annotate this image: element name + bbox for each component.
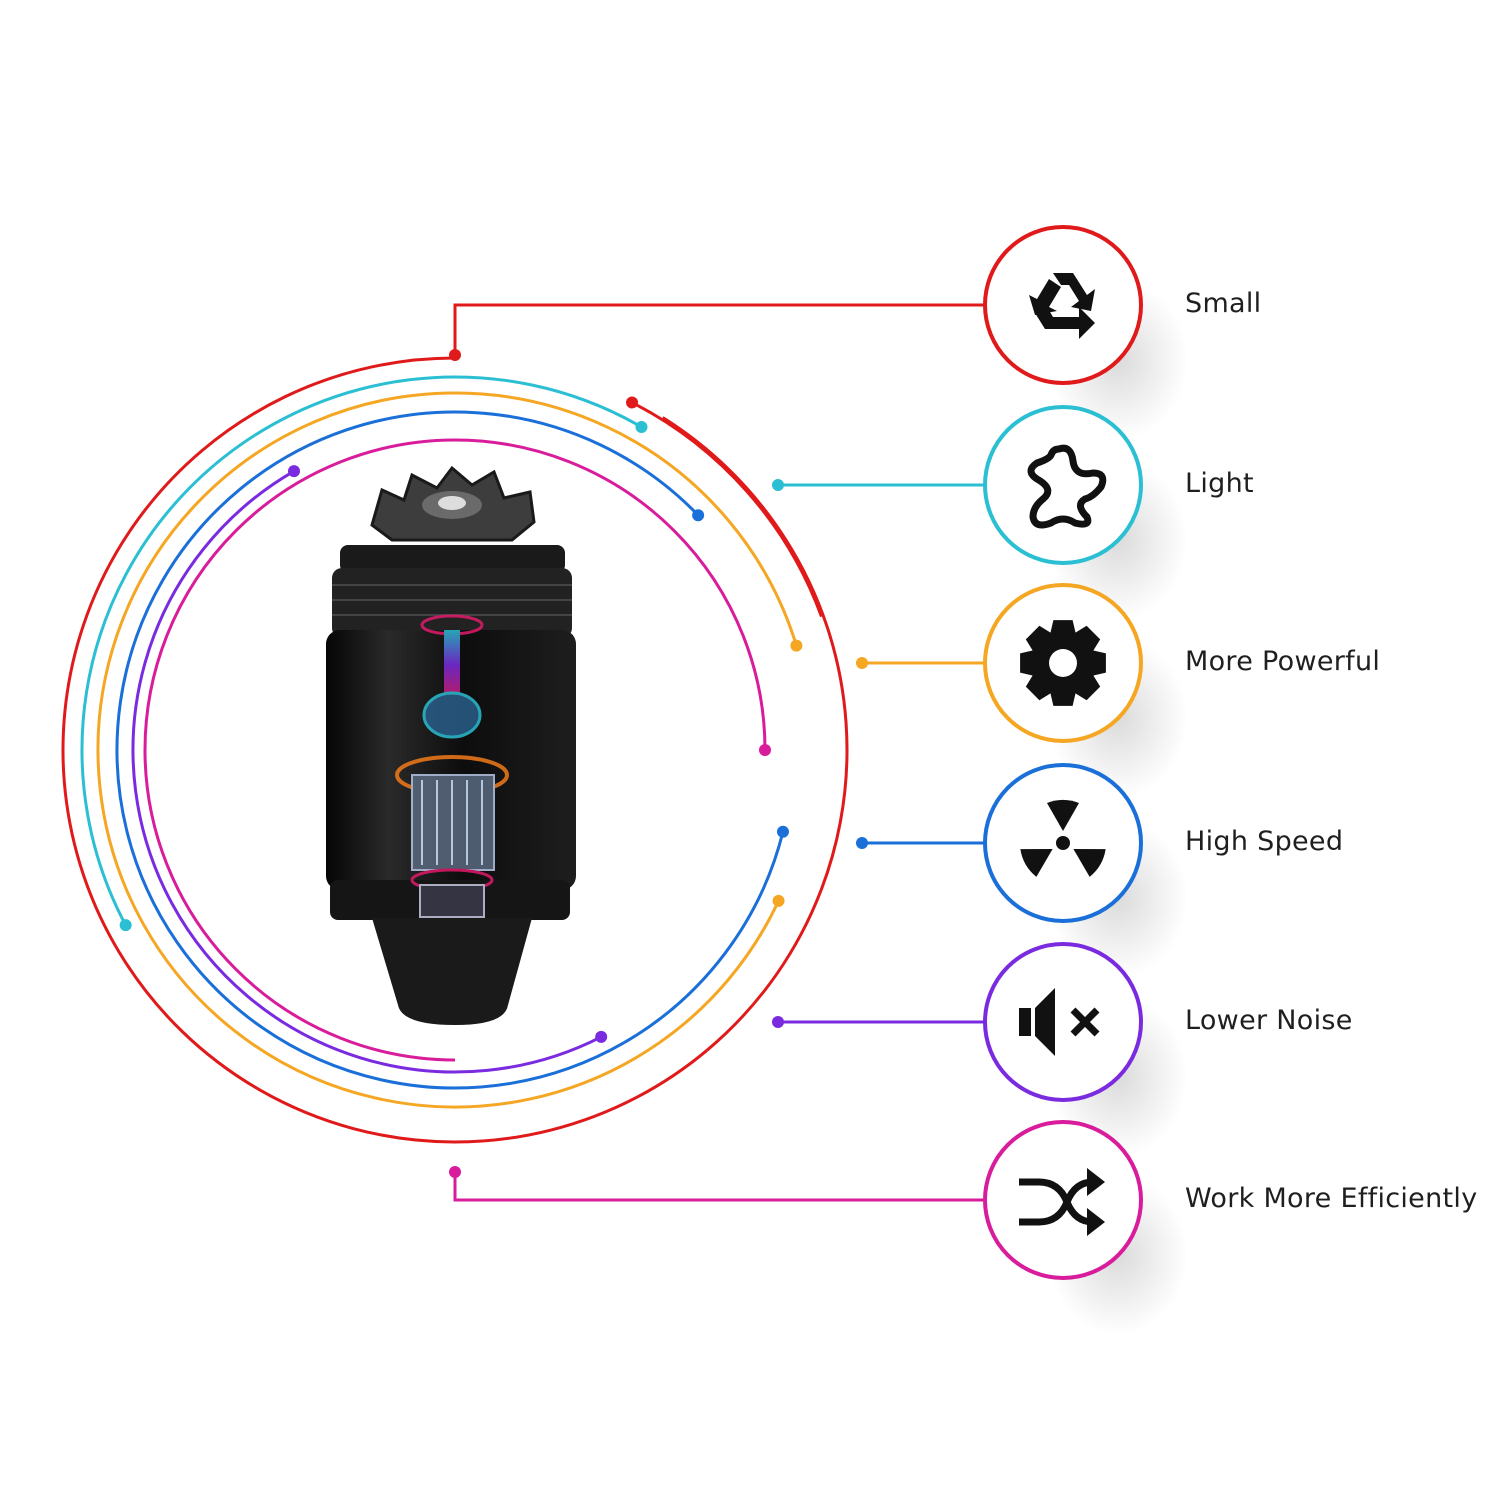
arc-magenta-dot <box>759 744 771 756</box>
connector-dot <box>449 349 461 361</box>
radiation-fan-icon <box>1020 799 1106 877</box>
connector-dot <box>856 657 868 669</box>
arc-purple <box>131 469 602 1074</box>
arc-cyan-start-dot <box>119 919 132 932</box>
arc-red-dot <box>626 396 639 409</box>
feature-label: Small <box>1185 288 1262 319</box>
feature-badge <box>983 583 1188 798</box>
badge-circle <box>983 942 1143 1102</box>
feature-badge <box>983 942 1188 1157</box>
feature-label: Light <box>1185 468 1254 499</box>
arc-orange <box>96 391 798 1109</box>
connector-dot <box>772 479 784 491</box>
feature-label: High Speed <box>1185 826 1344 857</box>
connector-lines <box>449 303 985 1202</box>
speaker-mute-icon <box>1019 988 1100 1056</box>
arc-blue <box>115 410 700 1090</box>
arc-red-right <box>661 416 849 1052</box>
feature-label: More Powerful <box>1185 646 1381 677</box>
arc-orange-dot-b <box>772 894 785 907</box>
shuffle-arrows-icon <box>1019 1168 1105 1236</box>
connector-line <box>453 1172 985 1202</box>
arc-magenta <box>143 438 767 1062</box>
feature-badge <box>983 1120 1188 1335</box>
badge-circle <box>983 225 1143 385</box>
badge-circle <box>983 405 1143 565</box>
arc-cyan-end-dot <box>635 420 648 433</box>
connector-dot <box>772 1016 784 1028</box>
feature-label: Lower Noise <box>1185 1005 1353 1036</box>
arc-red <box>61 356 708 1144</box>
arc-red-partial <box>631 401 823 618</box>
connector-dot <box>449 1166 461 1178</box>
blob-shape-icon <box>1027 444 1107 529</box>
connector-line <box>453 303 985 355</box>
arc-blue-dot-a <box>692 509 705 522</box>
concentric-arcs <box>61 356 849 1144</box>
arc-cyan <box>80 375 643 926</box>
recycle-icon <box>1029 273 1095 339</box>
arc-orange-dot-a <box>790 639 803 652</box>
arc-purple-dot-a <box>288 465 300 478</box>
top-gear <box>370 465 536 542</box>
arc-orange-b <box>658 900 780 1044</box>
gear-icon <box>1020 620 1106 706</box>
arc-purple-dot-b <box>595 1030 608 1043</box>
connector-dot <box>856 837 868 849</box>
feature-label: Work More Efficiently <box>1185 1183 1478 1214</box>
arc-blue-b <box>623 831 785 1045</box>
arc-blue-dot-b <box>776 825 789 838</box>
motor-cutaway-icon <box>326 465 576 1025</box>
feature-badge <box>983 225 1188 440</box>
feature-badge <box>983 763 1188 978</box>
feature-badge <box>983 405 1188 620</box>
